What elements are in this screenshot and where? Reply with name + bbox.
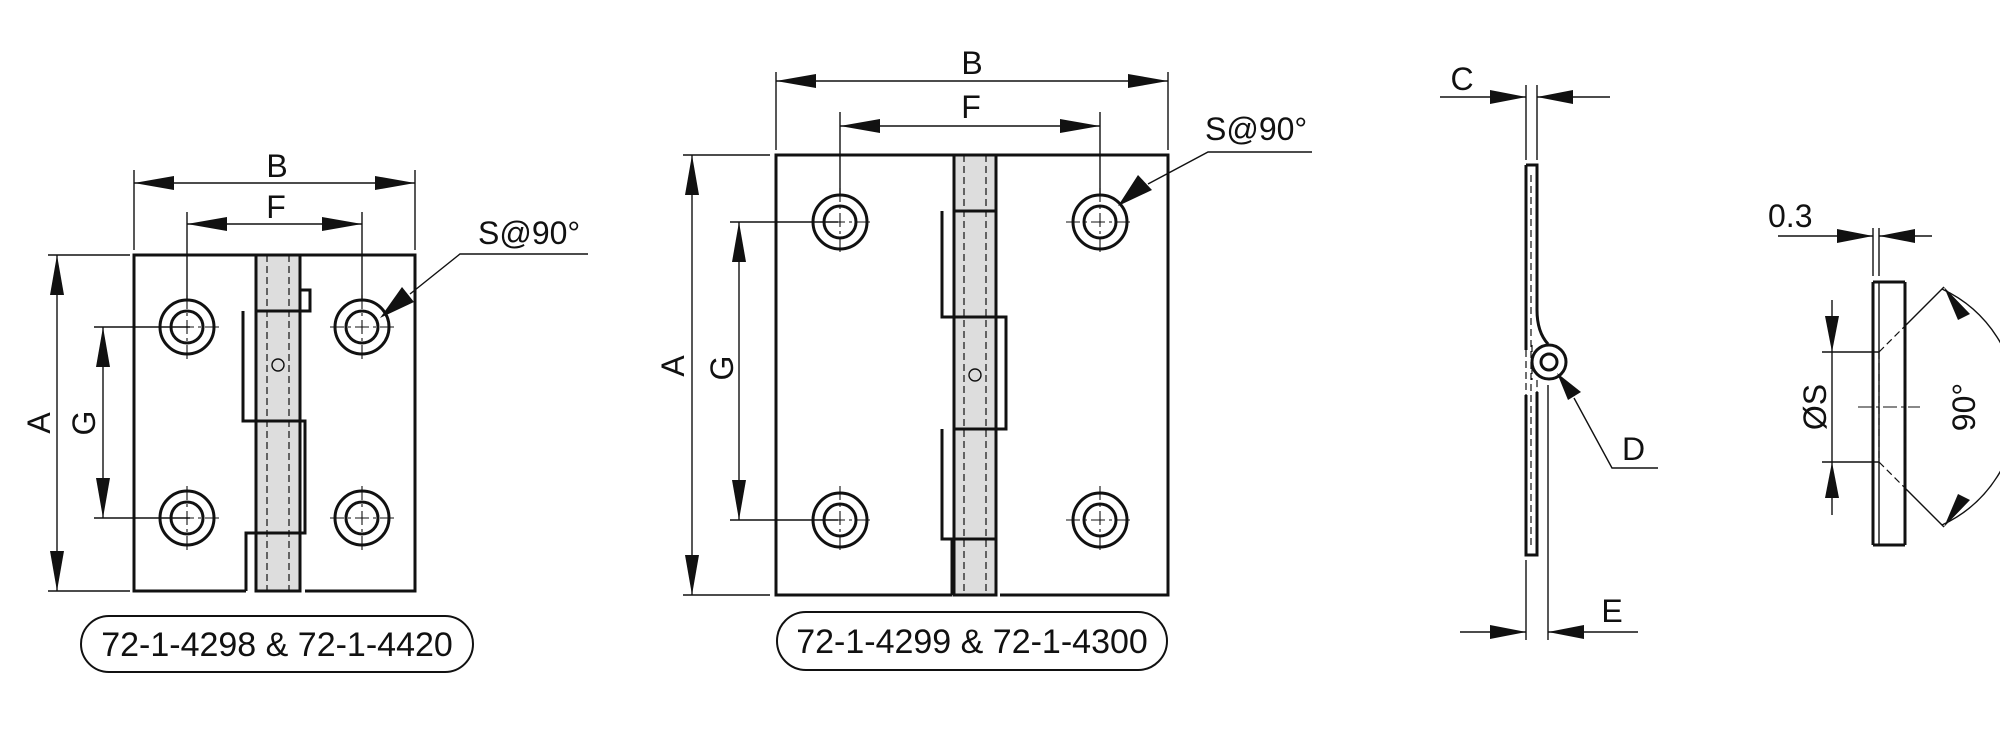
large-label-s: S@90°: [1205, 111, 1307, 147]
side-label-c: C: [1450, 61, 1473, 97]
large-label-b: B: [961, 45, 982, 81]
large-hole-br: [1066, 486, 1134, 554]
side-label-d: D: [1622, 431, 1645, 467]
small-part-label: 72-1-4298 & 72-1-4420: [80, 615, 474, 673]
large-hinge-body: [774, 153, 1170, 597]
large-knuckle-2: [952, 209, 998, 319]
large-part-numbers: 72-1-4299 & 72-1-4300: [796, 623, 1148, 661]
small-label-a: A: [21, 412, 57, 434]
small-hinge-body: [132, 253, 417, 593]
small-knuckle-top: [254, 253, 302, 313]
small-dim-a: A: [21, 254, 130, 592]
side-label-e: E: [1601, 593, 1622, 629]
large-knuckle-5: [952, 537, 998, 597]
large-dim-a: A: [655, 154, 770, 596]
large-part-label: 72-1-4299 & 72-1-4300: [776, 611, 1168, 671]
small-knuckle-low: [254, 419, 302, 535]
large-label-f: F: [961, 89, 981, 125]
detail-dim-angle: 90°: [1904, 286, 2000, 528]
small-label-g: G: [66, 411, 102, 436]
large-label-a: A: [655, 355, 691, 377]
detail-dim-diameter: ØS: [1797, 300, 1879, 515]
small-label-s: S@90°: [478, 215, 580, 251]
small-label-f: F: [266, 189, 286, 225]
small-hole-br: [330, 486, 394, 550]
large-knuckle-1: [952, 153, 998, 213]
side-dim-e: E: [1460, 385, 1638, 640]
small-knuckle-bottom: [254, 531, 302, 593]
large-knuckle-3: [952, 315, 998, 431]
large-hinge-view: B F A G: [655, 45, 1312, 671]
detail-dim-edge: 0.3: [1768, 198, 1932, 276]
large-dim-b: B: [775, 45, 1169, 150]
small-knuckle-mid: [254, 309, 302, 423]
detail-label-angle: 90°: [1946, 383, 1982, 431]
side-view: C D E: [1440, 61, 1658, 640]
large-leader-s: S@90°: [1118, 111, 1312, 206]
side-hinge-body: [1524, 163, 1568, 557]
small-dim-b: B: [133, 148, 416, 250]
small-part-numbers: 72-1-4298 & 72-1-4420: [101, 626, 453, 664]
small-leader-s: S@90°: [380, 215, 588, 318]
small-hinge-view: B F A G: [21, 148, 588, 673]
small-hole-tr: [330, 295, 394, 359]
side-dim-c: C: [1440, 61, 1610, 160]
detail-label-edge: 0.3: [1768, 198, 1812, 234]
small-dim-g: G: [66, 326, 190, 519]
countersink-detail: 0.3 ØS 90°: [1768, 198, 2000, 547]
large-dim-g: G: [704, 221, 838, 521]
large-label-g: G: [704, 356, 740, 381]
detail-label-diameter: ØS: [1797, 384, 1833, 430]
countersink-body: [1858, 280, 1920, 547]
large-dim-f: F: [839, 89, 1101, 195]
side-dim-d: D: [1557, 373, 1658, 469]
small-dim-f: F: [186, 189, 363, 300]
small-label-b: B: [266, 148, 287, 184]
large-knuckle-4: [952, 427, 998, 541]
